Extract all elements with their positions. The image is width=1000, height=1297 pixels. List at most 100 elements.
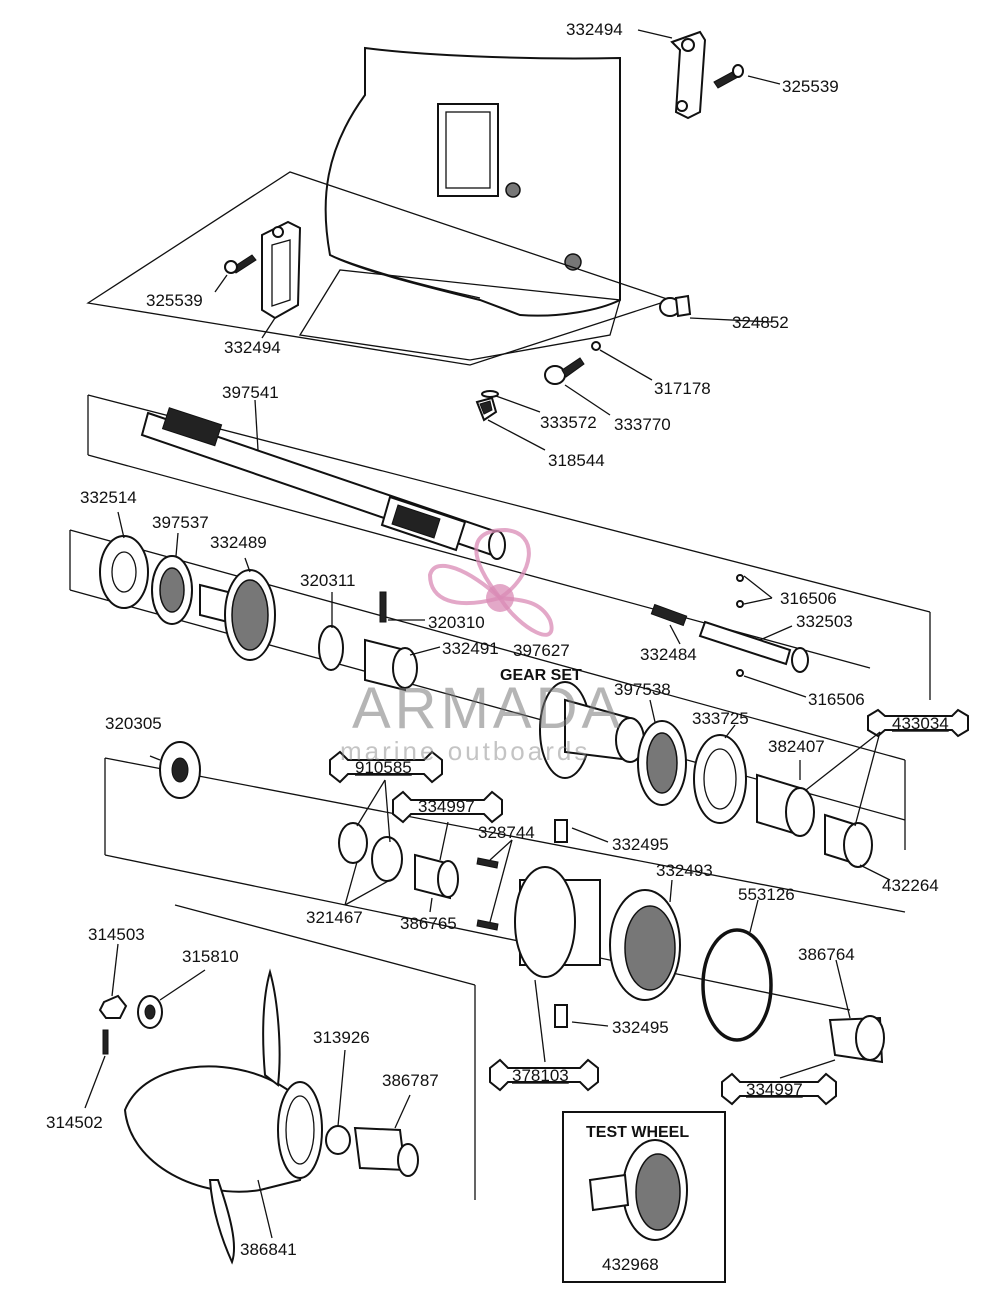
o-ring-553126	[701, 928, 773, 1042]
bearing-386765	[414, 853, 459, 900]
label-321467: 321467	[306, 908, 363, 927]
screw-top-right	[713, 64, 744, 89]
retainer-332495-top	[554, 819, 568, 843]
thrust-washer-333725	[693, 734, 747, 824]
screw-324852	[659, 294, 692, 318]
drain-screw-bracket-left	[261, 220, 302, 320]
label-432968: 432968	[602, 1255, 659, 1274]
seal-321467-b	[371, 836, 403, 882]
watermark-logo-icon	[427, 527, 554, 637]
seal-320305	[159, 741, 201, 799]
thrust-washer-332514	[99, 535, 149, 609]
label-317178: 317178	[654, 379, 711, 398]
wrench-334997-upper-icon	[392, 790, 503, 824]
gearcase-housing	[298, 46, 621, 361]
bearing-432264	[824, 813, 873, 868]
retainer-332495-bottom	[554, 1004, 568, 1028]
screw-333770	[544, 357, 585, 385]
thrust-bearing-397538	[637, 720, 687, 806]
label-314502: 314502	[46, 1113, 103, 1132]
label-325539-left: 325539	[146, 291, 203, 310]
pin-320310	[379, 591, 387, 623]
washer-313926	[325, 1125, 351, 1155]
label-318544: 318544	[548, 451, 605, 470]
watermark-tagline: marine outboards	[340, 736, 590, 766]
label-313926: 313926	[313, 1028, 370, 1047]
test-wheel-box	[562, 1111, 726, 1283]
label-332514: 332514	[80, 488, 137, 507]
label-433034: 433034	[892, 714, 949, 733]
part-labels: 332494 325539 325539 332494 324852 31717…	[46, 20, 949, 1274]
drain-screw-bracket-top	[670, 30, 707, 120]
screw-left	[224, 254, 257, 274]
label-386765: 386765	[400, 914, 457, 933]
propeller-386841	[123, 968, 323, 1265]
label-332503: 332503	[796, 612, 853, 631]
label-334997-upper: 334997	[418, 797, 475, 816]
watermark-brand: ARMADA	[352, 676, 624, 741]
label-332491: 332491	[442, 639, 499, 658]
cotter-pin-314502	[102, 1029, 109, 1055]
watermark: ARMADA marine outboards	[340, 527, 624, 766]
label-386787: 386787	[382, 1071, 439, 1090]
reverse-gear-332489	[199, 569, 276, 661]
washer-317178	[591, 341, 601, 351]
label-gear-set: GEAR SET	[500, 667, 582, 684]
leader-lines	[84, 29, 891, 1239]
nut-314503	[98, 994, 128, 1019]
label-386841: 386841	[240, 1240, 297, 1259]
spring-332484	[650, 603, 688, 627]
label-332494-left: 332494	[224, 338, 281, 357]
label-320311: 320311	[300, 571, 355, 590]
shift-rod-332503	[698, 574, 809, 677]
label-382407: 382407	[768, 737, 825, 756]
label-432264: 432264	[882, 876, 939, 895]
wrench-378103-icon	[489, 1058, 599, 1092]
exploded-view-boundaries	[69, 171, 931, 1200]
label-332494-top: 332494	[566, 20, 623, 39]
label-397541: 397541	[222, 383, 279, 402]
label-333725: 333725	[692, 709, 749, 728]
label-316506-top: 316506	[780, 589, 837, 608]
forward-gear-397627	[539, 681, 645, 779]
bearing-382407	[756, 773, 815, 837]
label-378103: 378103	[512, 1066, 569, 1085]
wrench-334997-lower-icon	[721, 1072, 837, 1106]
wrench-910585-icon	[329, 750, 443, 784]
screw-328744	[476, 857, 499, 931]
thrust-hub-386787	[353, 1126, 419, 1177]
label-397537: 397537	[152, 513, 209, 532]
wrench-433034-icon	[867, 708, 969, 738]
thrust-bearing-397537	[151, 555, 193, 625]
label-332484: 332484	[640, 645, 697, 664]
label-316506-bottom: 316506	[808, 690, 865, 709]
label-910585: 910585	[355, 758, 412, 777]
label-314503: 314503	[88, 925, 145, 944]
bearing-carrier-332493	[514, 866, 681, 1001]
label-315810: 315810	[182, 947, 239, 966]
bearing-386764	[828, 1015, 885, 1064]
label-324852: 324852	[732, 313, 789, 332]
label-328744: 328744	[478, 823, 535, 842]
label-320305: 320305	[105, 714, 162, 733]
propeller-shaft	[140, 407, 506, 560]
label-332495-top: 332495	[612, 835, 669, 854]
label-332489: 332489	[210, 533, 267, 552]
label-553126: 553126	[738, 885, 795, 904]
label-397627: 397627	[513, 641, 570, 660]
screw-318544	[475, 396, 498, 422]
label-325539-top: 325539	[782, 77, 839, 96]
label-334997-lower: 334997	[746, 1080, 803, 1099]
retainer-ring-320311	[318, 625, 344, 671]
spacer-315810	[137, 995, 163, 1029]
label-333770: 333770	[614, 415, 671, 434]
label-332495-bottom: 332495	[612, 1018, 669, 1037]
label-332493: 332493	[656, 861, 713, 880]
label-320310: 320310	[428, 613, 485, 632]
clutch-dog-332491	[364, 638, 418, 692]
label-333572: 333572	[540, 413, 597, 432]
label-386764: 386764	[798, 945, 855, 964]
label-test-wheel: TEST WHEEL	[586, 1124, 689, 1141]
